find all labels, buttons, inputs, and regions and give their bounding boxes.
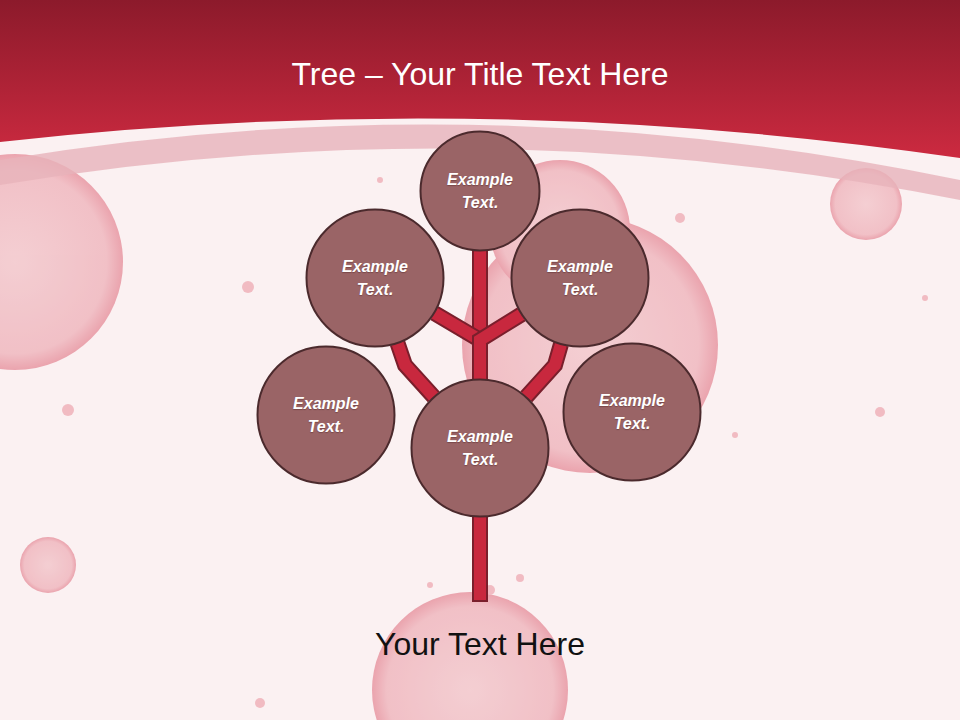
circle-outline — [562, 342, 702, 482]
circle-label: Example Text. — [586, 389, 678, 435]
branch-group — [526, 344, 561, 396]
circle-label: Example Text. — [434, 425, 526, 471]
circle-label: Example Text. — [280, 392, 372, 438]
circle-content: Example Text. — [562, 342, 702, 482]
circle-outline — [256, 345, 396, 485]
branch-outline — [480, 314, 521, 379]
circle-content: Example Text. — [256, 345, 396, 485]
circle-content: Example Text. — [510, 208, 650, 348]
tree-circle: Example Text. — [305, 208, 445, 348]
tree-stem — [480, 505, 481, 602]
circle-label: Example Text. — [534, 255, 626, 301]
circle-outline — [510, 208, 650, 348]
tree-branch — [480, 314, 521, 379]
tree-branch — [526, 344, 561, 396]
circle-outline — [419, 130, 541, 252]
circle-content: Example Text. — [419, 130, 541, 252]
branch-outline — [526, 344, 561, 396]
circle-shape — [512, 210, 649, 347]
circle-label: Example Text. — [329, 255, 421, 301]
circle-label: Example Text. — [434, 168, 526, 214]
circle-shape — [412, 380, 549, 517]
circle-shape — [307, 210, 444, 347]
tree-circle: Example Text. — [419, 130, 541, 252]
tree-circle: Example Text. — [256, 345, 396, 485]
circle-shape — [421, 132, 540, 251]
branch-group — [480, 314, 521, 379]
tree-circle: Example Text. — [562, 342, 702, 482]
tree-circle: Example Text. — [410, 378, 550, 518]
circle-outline — [410, 378, 550, 518]
tree-circle: Example Text. — [510, 208, 650, 348]
circle-shape — [564, 344, 701, 481]
tree-branch — [397, 343, 433, 397]
slide-caption: Your Text Here — [0, 622, 960, 666]
circle-outline — [305, 208, 445, 348]
slide-title: Tree – Your Title Text Here — [0, 52, 960, 96]
branch-group — [397, 343, 433, 397]
circle-content: Example Text. — [305, 208, 445, 348]
circle-content: Example Text. — [410, 378, 550, 518]
circle-shape — [258, 347, 395, 484]
branch-outline — [397, 343, 433, 397]
